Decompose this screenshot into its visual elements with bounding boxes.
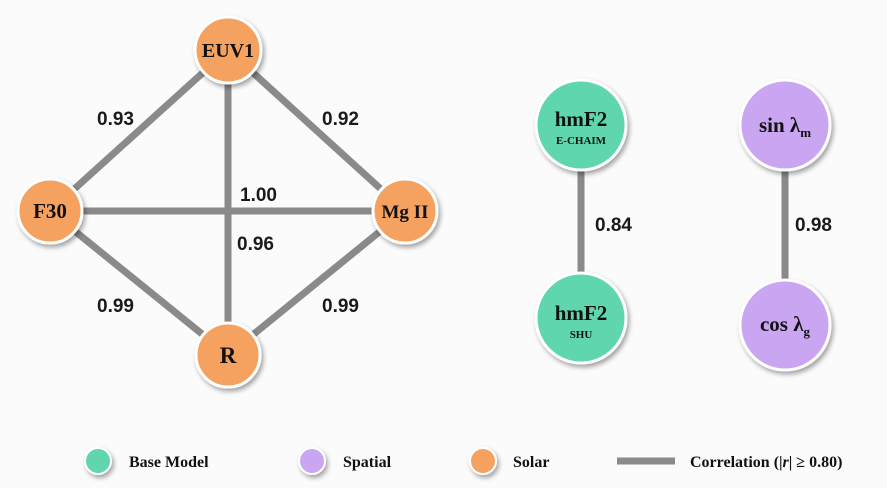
legend-correlation-prefix: Correlation (|: [690, 454, 783, 471]
edge-mgii-r: [225, 208, 408, 358]
node-sin-lambda: sin λm: [738, 78, 832, 172]
legend-solar-label: Solar: [513, 454, 549, 471]
edge-label-euv1-mgii: 0.92: [322, 109, 359, 130]
node-hmf2-shu-label: hmF2: [555, 301, 608, 325]
node-hmf2-echaim-sublabel: E-CHAIM: [556, 135, 607, 147]
legend-solar-swatch: [469, 447, 497, 475]
edge-label-euv1-r: 0.96: [237, 234, 274, 255]
node-euv1-circle: [193, 15, 263, 85]
node-cos-lambda-subscript: g: [804, 324, 811, 339]
node-euv1-label: EUV1: [202, 40, 254, 62]
node-r: R: [194, 321, 262, 389]
node-f30-circle: [16, 177, 84, 245]
edge-label-lambda: 0.98: [795, 215, 832, 236]
legend-correlation-suffix: | ≥ 0.80): [789, 454, 843, 471]
edge-label-f30-mgii: 1.00: [240, 185, 277, 206]
node-cos-lambda: cos λg: [738, 278, 832, 372]
node-sin-lambda-text: sin λ: [759, 113, 801, 137]
node-hmf2-shu-sublabel: SHU: [570, 329, 593, 341]
edge-label-hmf2: 0.84: [595, 215, 632, 236]
edge-f30-r: [47, 208, 231, 358]
node-sin-lambda-label: sin λm: [759, 113, 811, 140]
node-mgii-label: Mg II: [382, 202, 429, 223]
node-f30-label: F30: [33, 199, 67, 223]
legend-spatial-swatch: [298, 447, 326, 475]
node-hmf2-shu: hmF2 SHU: [534, 271, 628, 365]
edge-label-f30-r: 0.99: [97, 296, 134, 317]
legend-correlation-var: r: [783, 454, 790, 471]
node-hmf2-shu-circle: [534, 271, 628, 365]
node-r-circle: [194, 321, 262, 389]
edge-euv1-f30: [47, 47, 231, 214]
node-hmf2-echaim: hmF2 E-CHAIM: [534, 78, 628, 172]
legend-base-model-swatch: [84, 447, 112, 475]
node-sin-lambda-subscript: m: [800, 125, 811, 140]
node-hmf2-echaim-circle: [534, 78, 628, 172]
legend: Base Model Spatial Solar Correlation (|r…: [84, 447, 842, 475]
edge-label-mgii-r: 0.99: [322, 296, 359, 317]
node-r-label: R: [220, 343, 237, 368]
node-euv1: EUV1: [193, 15, 263, 85]
edge-euv1-mgii: [225, 47, 408, 214]
node-cos-lambda-text: cos λ: [760, 312, 804, 336]
node-mgii-circle: [371, 177, 439, 245]
node-mgii: Mg II: [371, 177, 439, 245]
edge-label-euv1-f30: 0.93: [97, 109, 134, 130]
node-f30: F30: [16, 177, 84, 245]
node-hmf2-echaim-label: hmF2: [555, 107, 608, 131]
legend-spatial-label: Spatial: [343, 454, 392, 471]
node-cos-lambda-label: cos λg: [760, 312, 811, 339]
legend-correlation-label: Correlation (|r| ≥ 0.80): [690, 454, 842, 471]
node-sin-lambda-circle: [738, 78, 832, 172]
node-cos-lambda-circle: [738, 278, 832, 372]
legend-base-model-label: Base Model: [129, 454, 209, 471]
